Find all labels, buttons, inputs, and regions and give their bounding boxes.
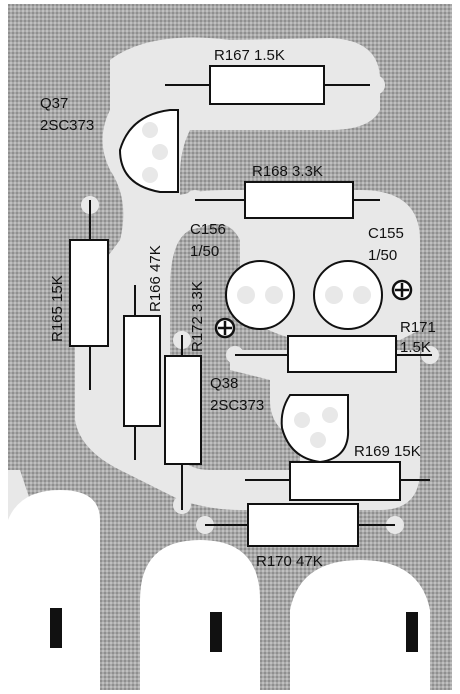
r172-label: R172 3.3K [189,281,206,352]
resistor-r168: R168 3.3K [195,163,380,219]
resistor-r166: R166 47K [123,245,164,460]
r171-ref-label: R171 [400,319,436,336]
plus-circle-icon [214,317,236,339]
r170-label: R170 47K [256,553,323,570]
c155-ref-label: C155 [368,225,404,242]
resistor-r170: R170 47K [205,503,395,570]
capacitor-c155: C155 1/50 [313,225,413,330]
c156-value-label: 1/50 [190,243,219,260]
q37-part-label: 2SC373 [40,117,94,134]
plus-circle-icon [391,279,413,301]
capacitor-c156: C156 1/50 [190,221,295,339]
bottom-connector-area [8,490,430,690]
resistor-r165: R165 15K [49,200,109,390]
q38-ref-label: Q38 [210,375,238,392]
connector-slot-2 [210,612,222,652]
transistor-q38: Q38 2SC373 [210,375,350,464]
r169-label: R169 15K [354,443,421,460]
r165-label: R165 15K [49,275,66,342]
connector-slot-3 [406,612,418,652]
q37-ref-label: Q37 [40,95,68,112]
c155-value-label: 1/50 [368,247,397,264]
resistor-r167: R167 1.5K [165,47,370,105]
transistor-q37: Q37 2SC373 [40,95,179,193]
q38-part-label: 2SC373 [210,397,264,414]
c156-ref-label: C156 [190,221,226,238]
resistor-r172: R172 3.3K [164,281,206,510]
r171-value-label: 1.5K [400,339,431,356]
r166-label: R166 47K [147,245,164,312]
resistor-r169: R169 15K [245,443,430,501]
r167-label: R167 1.5K [214,47,285,64]
connector-slot-1 [50,608,62,648]
r168-label: R168 3.3K [252,163,323,180]
resistor-r171: R171 1.5K [235,319,436,373]
